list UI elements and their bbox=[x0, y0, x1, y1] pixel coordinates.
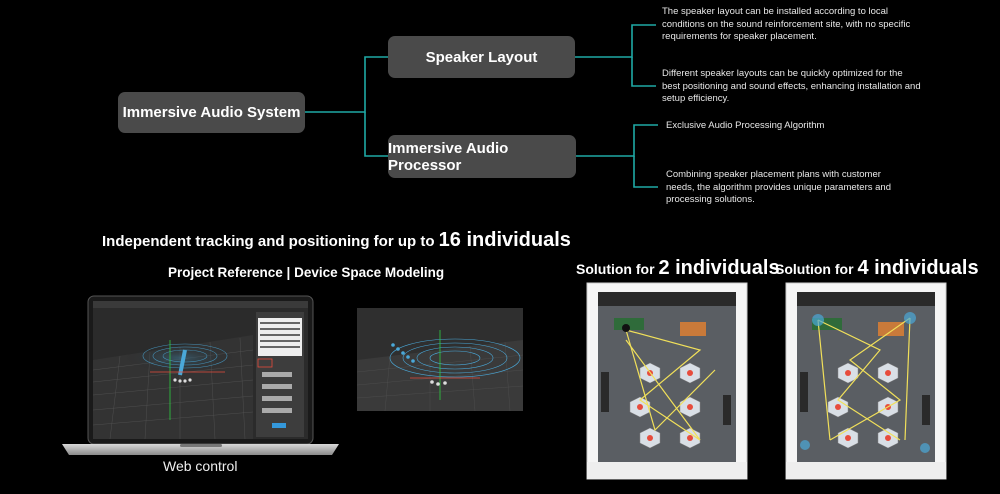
audio-processor-node: Immersive Audio Processor bbox=[388, 135, 576, 178]
tracking-subtitle: Project Reference | Device Space Modelin… bbox=[168, 265, 445, 280]
solution-four-title: Solution for 4 individuals bbox=[775, 257, 979, 279]
floor-plan-four-individuals bbox=[785, 282, 947, 480]
floor-plan-two-individuals bbox=[586, 282, 748, 480]
solution-two-title: Solution for 2 individuals bbox=[576, 257, 780, 279]
desc-speaker-placement: The speaker layout can be installed acco… bbox=[662, 6, 911, 42]
root-node: Immersive Audio System bbox=[118, 92, 305, 133]
web-control-caption: Web control bbox=[163, 458, 238, 474]
tracking-title: Independent tracking and positioning for… bbox=[102, 229, 571, 251]
speaker-layout-node: Speaker Layout bbox=[388, 36, 575, 78]
desc-algorithm: Exclusive Audio Processing Algorithm bbox=[666, 120, 825, 131]
desc-speaker-optimization: Different speaker layouts can be quickly… bbox=[662, 68, 921, 104]
desc-parameters: Combining speaker placement plans with c… bbox=[666, 169, 891, 205]
